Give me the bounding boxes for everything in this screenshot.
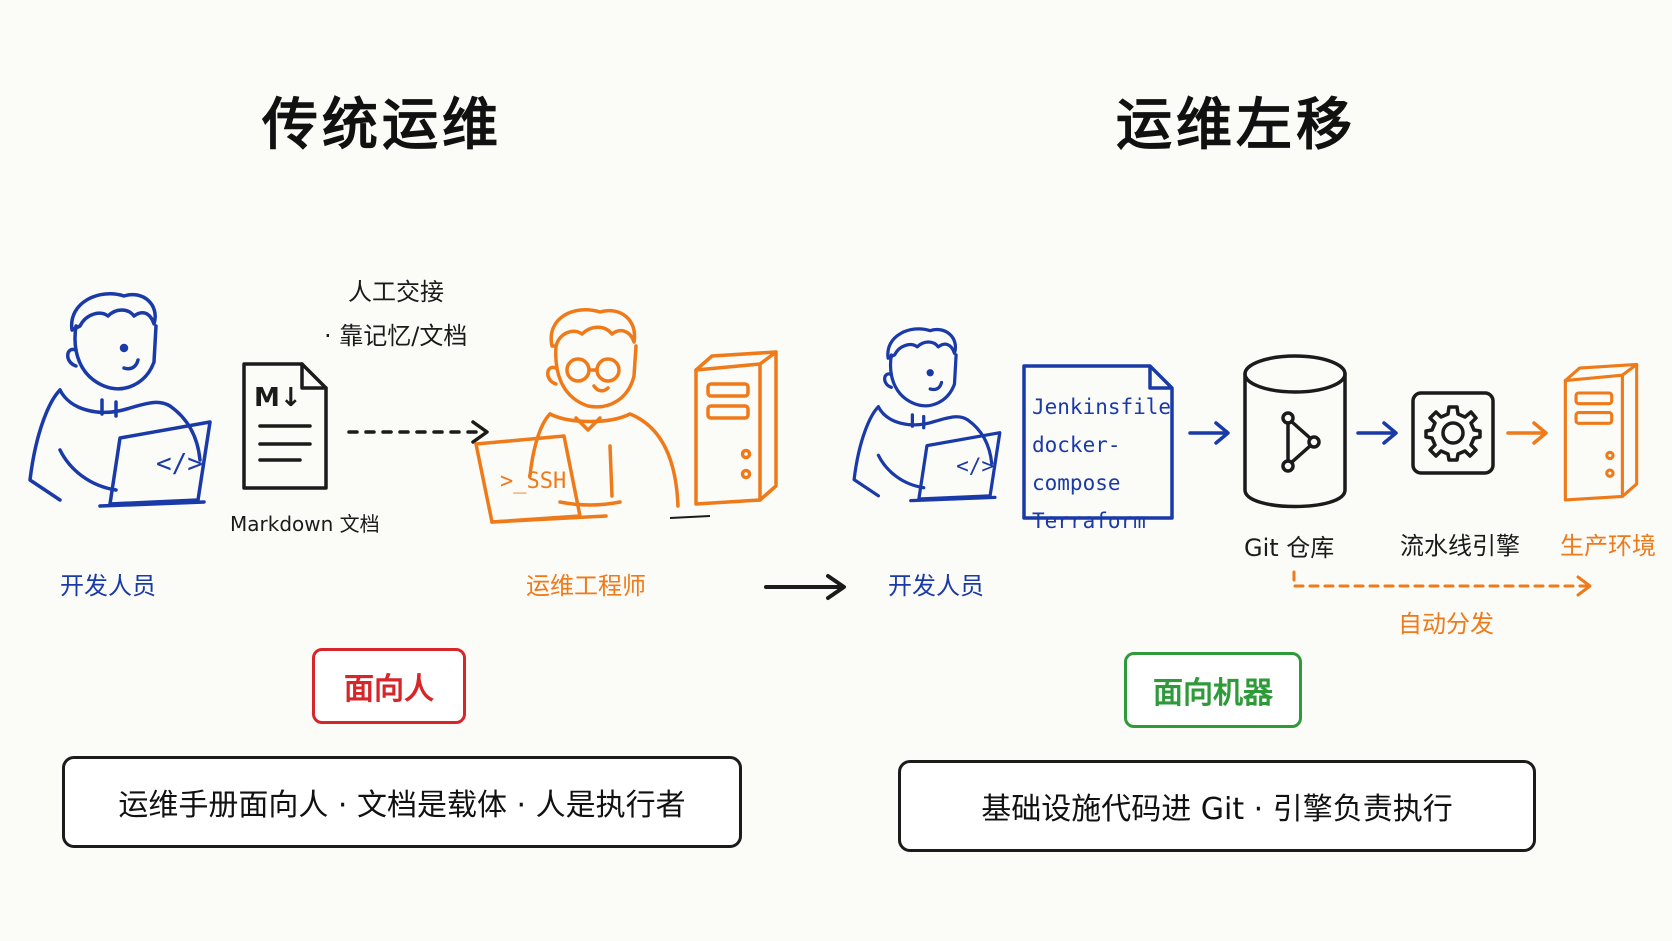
arrow-icon (1356, 421, 1398, 445)
file-name: Terraform (1032, 509, 1146, 533)
svg-text:</>: </> (156, 449, 203, 479)
ssh-text: >_SSH (500, 469, 566, 494)
handoff-line2: · 靠记忆/文档 (324, 322, 468, 350)
left-title: 传统运维 (262, 93, 502, 158)
markdown-caption: Markdown 文档 (230, 512, 380, 536)
human-oriented-badge: 面向人 (312, 648, 466, 724)
markdown-mark: M↓ (254, 383, 302, 413)
right-developer-icon: </> (852, 327, 1002, 503)
git-label: Git 仓库 (1244, 534, 1335, 562)
auto-label: 自动分发 (1398, 610, 1494, 638)
right-summary: 基础设施代码进 Git · 引擎负责执行 (898, 760, 1536, 852)
transition-arrow-icon (764, 574, 846, 600)
svg-text:</>: </> (956, 453, 994, 478)
engineer-label: 运维工程师 (526, 572, 646, 600)
left-developer-label: 开发人员 (60, 572, 156, 600)
markdown-doc-icon: M↓ (242, 362, 328, 490)
pipeline-label: 流水线引擎 (1400, 532, 1520, 560)
code-file-card: Jenkinsfile docker-compose Terraform (1020, 362, 1176, 533)
handoff-line1: 人工交接 (348, 278, 444, 306)
right-developer-label: 开发人员 (888, 572, 984, 600)
arrow-icon (1188, 421, 1230, 445)
engineer-icon (528, 308, 680, 508)
file-list: Jenkinsfile docker-compose Terraform (1032, 388, 1176, 540)
right-title: 运维左移 (1116, 93, 1356, 158)
left-summary: 运维手册面向人 · 文档是载体 · 人是执行者 (62, 756, 742, 848)
file-name: docker-compose (1032, 433, 1121, 495)
file-name: Jenkinsfile (1032, 395, 1172, 419)
prod-server-icon (1563, 362, 1639, 502)
handoff-arrow-icon (347, 420, 489, 444)
machine-oriented-badge: 面向机器 (1124, 652, 1302, 728)
arrow-icon (1506, 421, 1548, 445)
server-icon (669, 350, 778, 519)
terminal-laptop-icon: >_SSH (474, 434, 608, 524)
prod-label: 生产环境 (1560, 532, 1656, 560)
gear-icon (1411, 391, 1495, 475)
code-file-icon (1022, 364, 1174, 520)
auto-dispatch-arrow-icon (1292, 570, 1592, 597)
developer-icon: </> (28, 292, 212, 508)
git-database-icon (1243, 354, 1347, 509)
